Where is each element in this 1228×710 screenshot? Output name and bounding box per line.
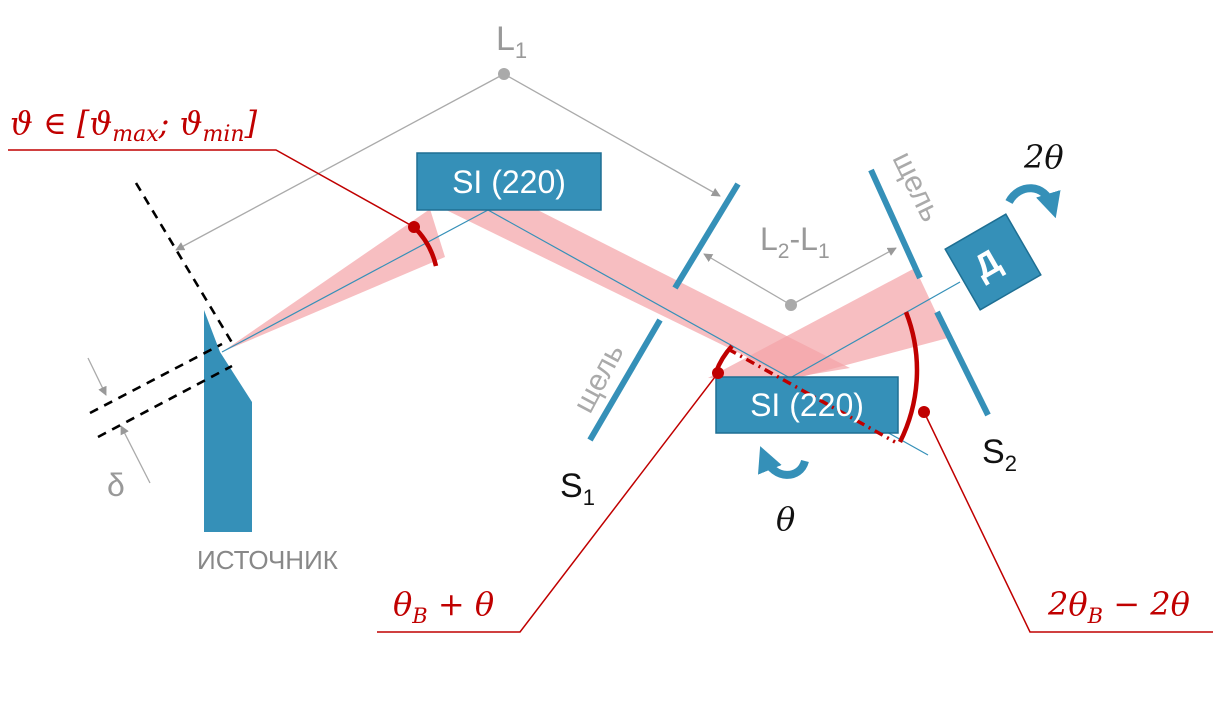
crystal1-label: SI (220) bbox=[452, 164, 566, 200]
label-angle-range: ϑ ∈ [ϑmax; ϑmin] bbox=[10, 104, 258, 147]
dim-l1-right bbox=[503, 73, 721, 197]
centerline-3 bbox=[789, 281, 961, 379]
xray-beams bbox=[222, 195, 948, 380]
dim-delta-top bbox=[87, 357, 107, 396]
crystal2-label: SI (220) bbox=[750, 387, 864, 423]
dim-l1-vertex bbox=[498, 68, 510, 80]
dim-l2-left bbox=[703, 253, 792, 306]
label-s2: S2 bbox=[982, 433, 1017, 476]
leader-angle-range bbox=[8, 149, 415, 228]
label-theta: θ bbox=[776, 500, 795, 538]
rotation-theta-icon bbox=[758, 446, 809, 479]
leader-theta-b-plus bbox=[377, 372, 719, 633]
label-l1: L1 bbox=[496, 20, 527, 63]
dimension-lines bbox=[87, 73, 897, 484]
source-dashed-lines bbox=[89, 182, 236, 439]
dim-delta-bottom bbox=[120, 425, 151, 484]
dim-l1-left bbox=[175, 73, 505, 251]
dim-l2-vertex bbox=[785, 299, 797, 311]
delta-label: δ bbox=[107, 467, 125, 503]
beam-source-to-crystal1 bbox=[222, 209, 445, 352]
annotation-dots bbox=[408, 221, 930, 418]
centerline-1 bbox=[221, 209, 489, 353]
label-s1: S1 bbox=[560, 467, 595, 510]
slit2 bbox=[868, 168, 991, 417]
leader-two-theta-b bbox=[923, 411, 1213, 633]
source-label: ИСТОЧНИК bbox=[197, 545, 338, 575]
detector bbox=[944, 213, 1042, 311]
slit1 bbox=[587, 182, 741, 442]
label-l2-l1: L2-L1 bbox=[760, 221, 830, 263]
label-two-theta: 2θ bbox=[1023, 138, 1064, 176]
crystal1-block bbox=[416, 152, 602, 211]
label-theta-b-plus: θB + θ bbox=[393, 585, 494, 628]
slit2-label: щель bbox=[886, 147, 948, 227]
label-two-theta-b-minus: 2θB − 2θ bbox=[1047, 585, 1190, 628]
centerline-2 bbox=[487, 209, 791, 379]
crystal2-block bbox=[715, 376, 899, 434]
dim-l2-right bbox=[790, 247, 897, 306]
source-block bbox=[204, 310, 252, 532]
slit1-label: щель bbox=[567, 338, 630, 418]
rotation-2theta-icon bbox=[1005, 184, 1061, 219]
arc-crystal2-right bbox=[897, 311, 920, 444]
beam-crystal2-to-detector bbox=[708, 268, 948, 380]
